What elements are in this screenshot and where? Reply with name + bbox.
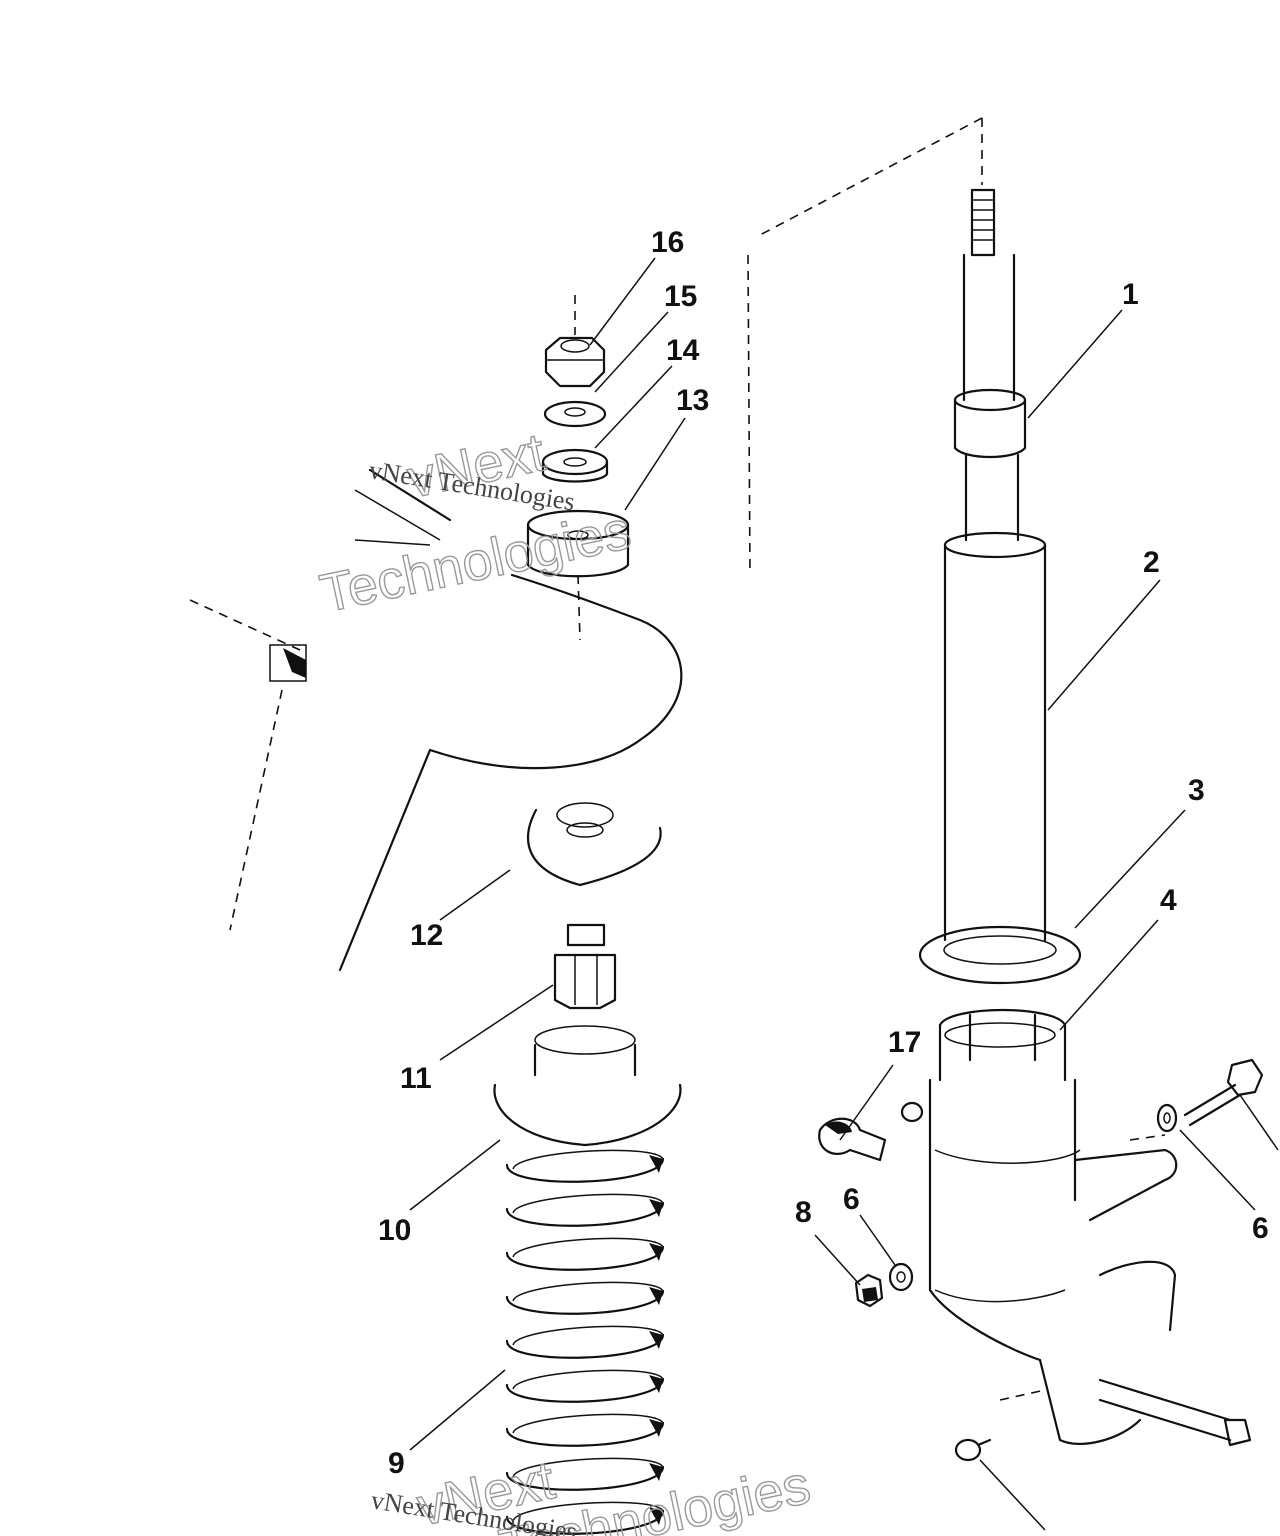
spring-coil-back xyxy=(512,1501,664,1522)
spring-coil-back xyxy=(512,1369,664,1390)
callout-15: 15 xyxy=(664,280,697,313)
lock-nut xyxy=(854,1273,884,1308)
spring-coil-front xyxy=(505,1421,665,1447)
spring-coil-shade xyxy=(649,1507,663,1525)
callout-3: 3 xyxy=(1188,774,1205,807)
top-nut xyxy=(544,336,606,388)
spring-coil-shade xyxy=(649,1419,663,1437)
spring-coil-front xyxy=(505,1377,665,1403)
spring-coil-back xyxy=(512,1325,664,1346)
callout-14: 14 xyxy=(666,334,700,367)
spring-coil-back xyxy=(512,1413,664,1434)
grease-fitting xyxy=(954,1438,992,1462)
washer-right xyxy=(1156,1103,1178,1133)
callout-10: 10 xyxy=(378,1214,411,1247)
assembly-guide-lines xyxy=(189,117,1166,1401)
lower-bushing-cup xyxy=(526,802,662,887)
callout-2: 2 xyxy=(1143,546,1160,579)
spring-coil-shade xyxy=(649,1463,663,1481)
spring-coil-front xyxy=(505,1157,665,1183)
watermark-line2: Technologies xyxy=(315,500,636,624)
callout-8: 8 xyxy=(795,1196,812,1229)
spring-coil-back xyxy=(512,1237,664,1258)
hose-clip xyxy=(818,1101,924,1162)
spring-coil-shade xyxy=(649,1243,663,1261)
spring-coil-shade xyxy=(649,1287,663,1305)
spring-coil-front xyxy=(505,1289,665,1315)
spacer-washer xyxy=(541,448,609,483)
spring-coil-shade xyxy=(649,1155,663,1173)
watermark-top: vNext Technologies vNext Technologies xyxy=(314,422,636,625)
strut-shaft xyxy=(962,188,1020,542)
watermark-bottom: vNext Technologies vNext Technologies xyxy=(369,1449,816,1536)
callout-17: 17 xyxy=(888,1026,921,1059)
callout-leaders xyxy=(409,257,1279,1531)
spring-coil-shade xyxy=(649,1375,663,1393)
mounting-bolt xyxy=(1183,1058,1264,1127)
spring-coil-back xyxy=(512,1193,664,1214)
spring-coil-back xyxy=(512,1149,664,1170)
strut-cartridge xyxy=(943,531,1047,942)
callout-labels: 16 15 14 13 1 2 3 4 17 6 6 8 12 11 10 9 xyxy=(378,226,1269,1480)
dust-seal xyxy=(918,925,1082,985)
callout-4: 4 xyxy=(1160,884,1177,917)
spring-coil-back xyxy=(512,1281,664,1302)
strut-housing xyxy=(928,1008,1252,1447)
spring-coil-front xyxy=(505,1201,665,1227)
callout-6-right: 6 xyxy=(1252,1212,1269,1245)
callout-11: 12 xyxy=(410,919,443,952)
spring-coil-back xyxy=(512,1457,664,1478)
callout-13: 13 xyxy=(676,384,709,417)
upper-washer xyxy=(543,400,607,428)
spring-coil-front xyxy=(505,1245,665,1271)
upper-bushing xyxy=(526,509,630,578)
callout-1: 1 xyxy=(1122,278,1139,311)
spring-coil-shade xyxy=(649,1199,663,1217)
shaft-collar xyxy=(953,388,1027,459)
spring-coil-front xyxy=(505,1333,665,1359)
jam-nut xyxy=(553,923,617,1010)
spring-seat xyxy=(493,1025,682,1147)
callout-12: 11 xyxy=(400,1062,432,1095)
callout-16: 16 xyxy=(651,226,684,259)
washer-left xyxy=(888,1262,914,1292)
upper-mount-bracket xyxy=(269,468,683,972)
callout-6-left: 6 xyxy=(843,1183,860,1216)
coil-spring xyxy=(505,1149,665,1535)
callout-9: 9 xyxy=(388,1447,405,1480)
spring-coil-shade xyxy=(649,1331,663,1349)
